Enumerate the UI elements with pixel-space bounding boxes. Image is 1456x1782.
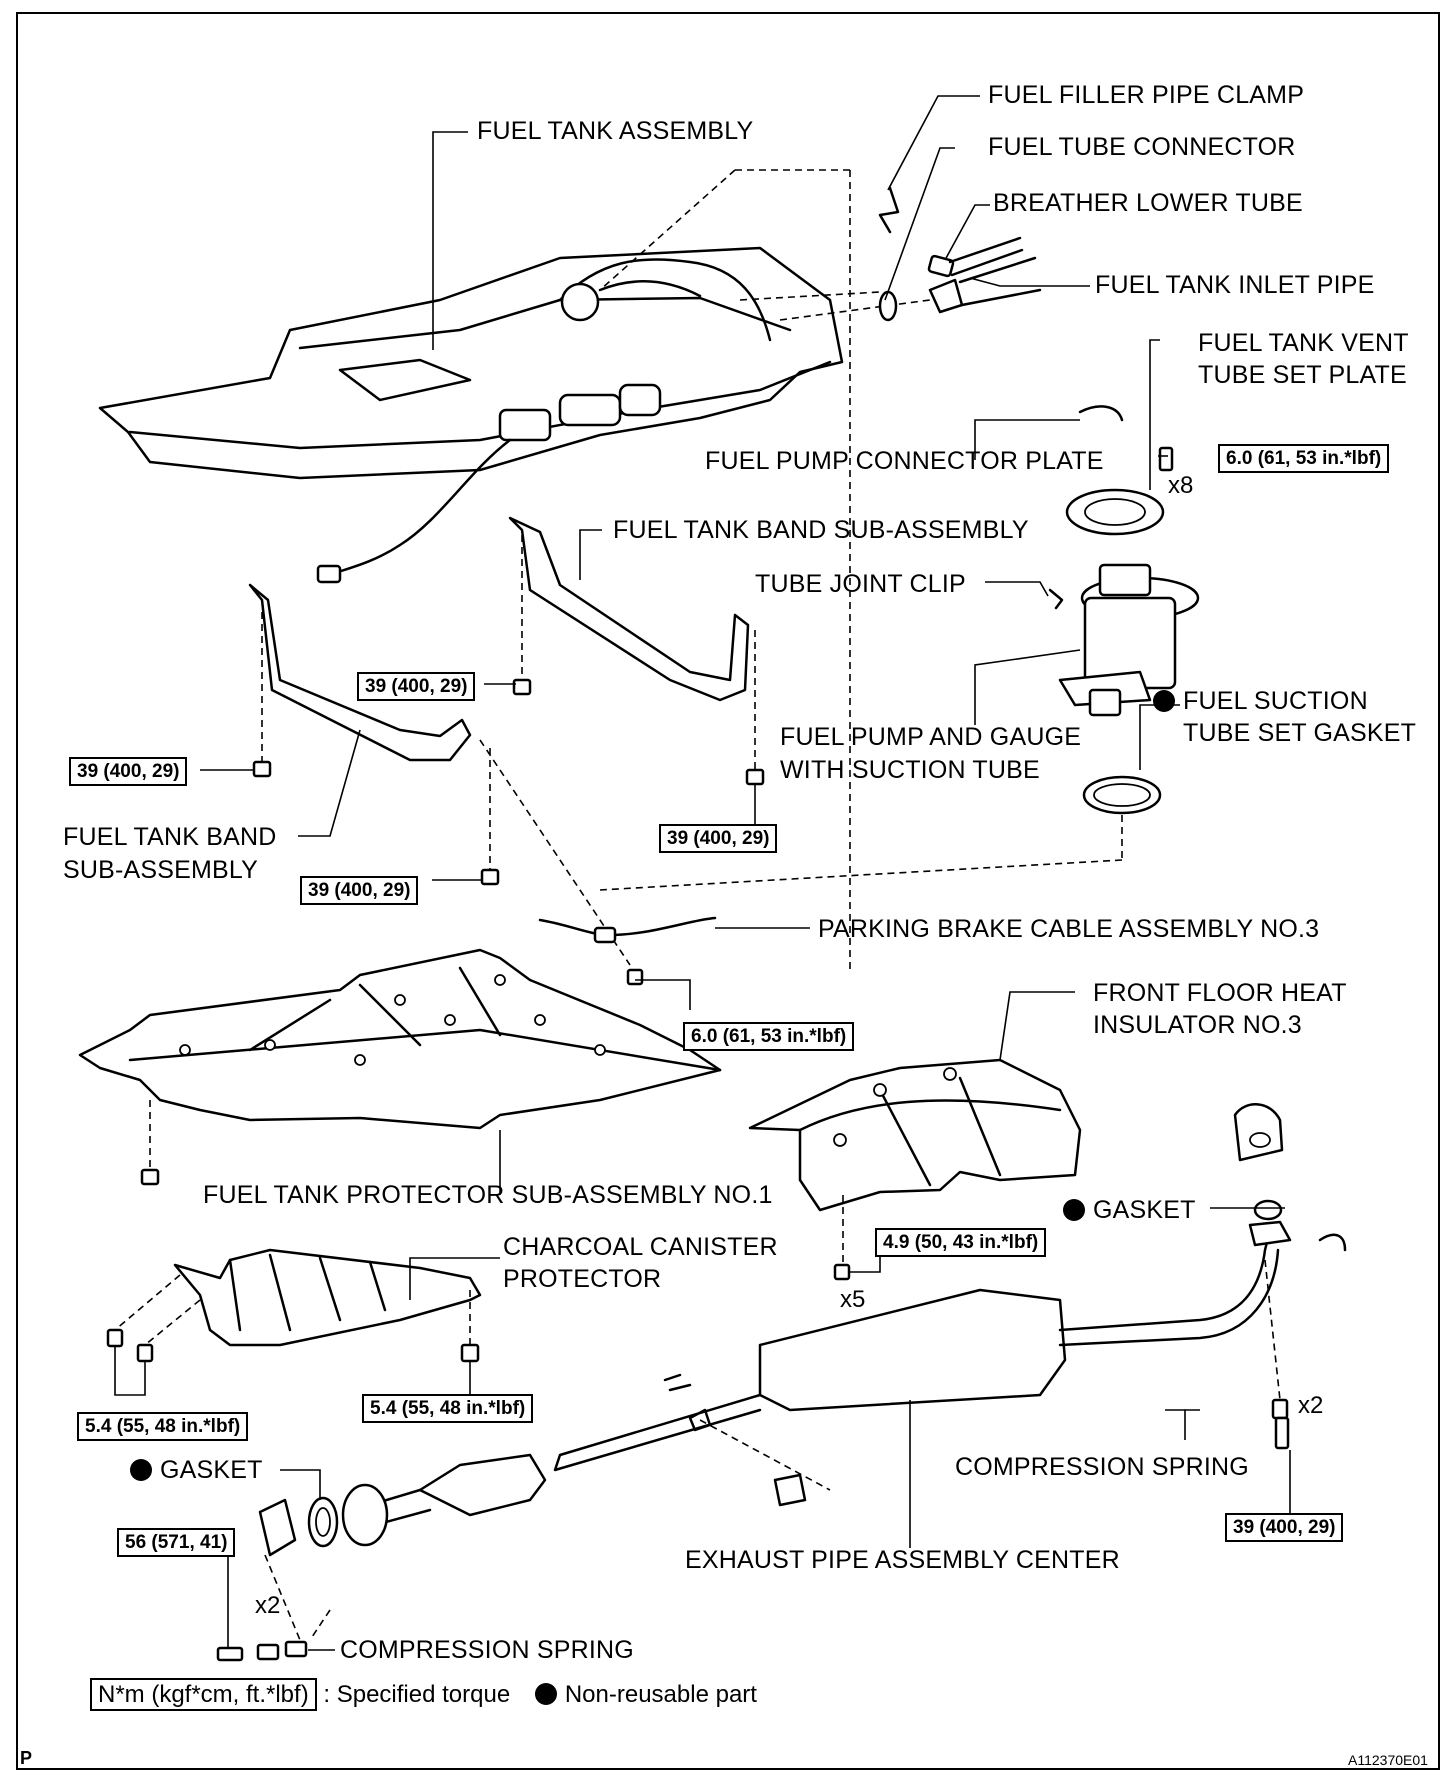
gasket-left-drawing [307, 1496, 339, 1548]
label-breather-lower-tube: BREATHER LOWER TUBE [993, 189, 1303, 217]
label-fuel-tank-band-sub-assembly-left-line1: FUEL TANK BAND [63, 823, 277, 851]
count-exhaust-front-bolts: x2 [255, 1592, 281, 1619]
label-exhaust-pipe-assembly-center: EXHAUST PIPE ASSEMBLY CENTER [685, 1546, 1120, 1574]
torque-insulator-nuts: 4.9 (50, 43 in.*lbf) [875, 1228, 1047, 1257]
torque-leaders [114, 455, 1291, 1648]
torque-exhaust-rear-bolts: 39 (400, 29) [1225, 1513, 1344, 1542]
band-right-drawing [508, 516, 750, 702]
torque-canister-right-bolt: 5.4 (55, 48 in.*lbf) [362, 1394, 534, 1423]
parking-brake-cable-drawing [538, 916, 717, 937]
torque-exhaust-front-bolts: 56 (571, 41) [117, 1528, 236, 1557]
torque-band-center-bolt: 39 (400, 29) [357, 672, 476, 701]
torque-vent-plate-bolts: 6.0 (61, 53 in.*lbf) [1218, 444, 1390, 473]
count-insulator-nuts: x5 [840, 1286, 866, 1313]
page-letter: P [20, 1748, 33, 1768]
label-fuel-pump-connector-plate: FUEL PUMP CONNECTOR PLATE [705, 447, 1104, 475]
legend-nonreusable-dot [535, 1681, 565, 1708]
label-fuel-tank-band-sub-assembly-left-line2: SUB-ASSEMBLY [63, 856, 259, 884]
flange-left-drawing [258, 1498, 297, 1557]
label-fuel-tank-inlet-pipe: FUEL TANK INLET PIPE [1095, 271, 1375, 299]
fuel-pump-drawing [1048, 563, 1200, 717]
label-fuel-suction-tube-set-gasket-line1: FUEL SUCTION [1153, 686, 1368, 717]
torque-band-left-bolt: 39 (400, 29) [69, 757, 188, 786]
charcoal-canister-protector-drawing [173, 1248, 482, 1347]
band-left-drawing [248, 583, 472, 762]
connector-plate-drawing [1078, 405, 1124, 422]
legend: N*m (kgf*cm, ft.*lbf) : Specified torque… [90, 1678, 757, 1711]
label-front-floor-heat-insulator-line1: FRONT FLOOR HEAT [1093, 979, 1347, 1007]
label-gasket-left: GASKET [130, 1455, 263, 1486]
label-charcoal-canister-protector-line1: CHARCOAL CANISTER [503, 1233, 778, 1261]
exhaust-pipe-drawing [341, 1220, 1292, 1547]
label-front-floor-heat-insulator-line2: INSULATOR NO.3 [1093, 1011, 1302, 1039]
label-fuel-filler-pipe-clamp: FUEL FILLER PIPE CLAMP [988, 81, 1305, 109]
count-exhaust-rear-bolts: x2 [1298, 1392, 1324, 1419]
label-fuel-pump-and-gauge-line1: FUEL PUMP AND GAUGE [780, 723, 1082, 751]
torque-band-right-bolt: 39 (400, 29) [659, 824, 778, 853]
fuel-tank-protector-drawing [78, 948, 722, 1130]
vent-plate-drawing [1065, 488, 1165, 536]
label-gasket-right: GASKET [1063, 1195, 1196, 1226]
gasket-right-drawing [1253, 1199, 1283, 1221]
label-fuel-tank-vent-tube-set-plate-line2: TUBE SET PLATE [1198, 361, 1407, 389]
heat-insulator-drawing [748, 1058, 1082, 1212]
label-tube-joint-clip: TUBE JOINT CLIP [755, 570, 966, 598]
figure-id: A112370E01 [1348, 1752, 1428, 1768]
fuel-tank-drawing [98, 246, 844, 584]
label-fuel-tank-band-sub-assembly-right: FUEL TANK BAND SUB-ASSEMBLY [613, 516, 1029, 544]
label-fuel-pump-and-gauge-line2: WITH SUCTION TUBE [780, 756, 1040, 784]
label-compression-spring-right: COMPRESSION SPRING [955, 1453, 1249, 1481]
filler-parts-drawing [878, 186, 1042, 322]
legend-torque-text: : Specified torque [323, 1681, 511, 1708]
label-fuel-tank-protector: FUEL TANK PROTECTOR SUB-ASSEMBLY NO.1 [203, 1181, 773, 1209]
torque-canister-left-bolts: 5.4 (55, 48 in.*lbf) [77, 1412, 249, 1441]
label-compression-spring-left: COMPRESSION SPRING [340, 1636, 634, 1664]
torque-protector-nut: 6.0 (61, 53 in.*lbf) [683, 1022, 855, 1051]
count-vent-plate-bolts: x8 [1168, 472, 1194, 499]
label-fuel-tube-connector: FUEL TUBE CONNECTOR [988, 133, 1296, 161]
label-fuel-tank-vent-tube-set-plate-line1: FUEL TANK VENT [1198, 329, 1409, 357]
diagram-frame [16, 12, 1440, 1770]
legend-torque-box: N*m (kgf*cm, ft.*lbf) [90, 1678, 317, 1711]
label-parking-brake-cable: PARKING BRAKE CABLE ASSEMBLY NO.3 [818, 915, 1320, 943]
label-fuel-tank-assembly: FUEL TANK ASSEMBLY [477, 117, 754, 145]
label-fuel-suction-tube-set-gasket-line2: TUBE SET GASKET [1183, 719, 1417, 747]
suction-gasket-drawing [1082, 775, 1162, 815]
torque-band-lower-bolt: 39 (400, 29) [300, 876, 419, 905]
legend-nonreusable-text: Non-reusable part [564, 1681, 757, 1708]
label-charcoal-canister-protector-line2: PROTECTOR [503, 1265, 662, 1293]
